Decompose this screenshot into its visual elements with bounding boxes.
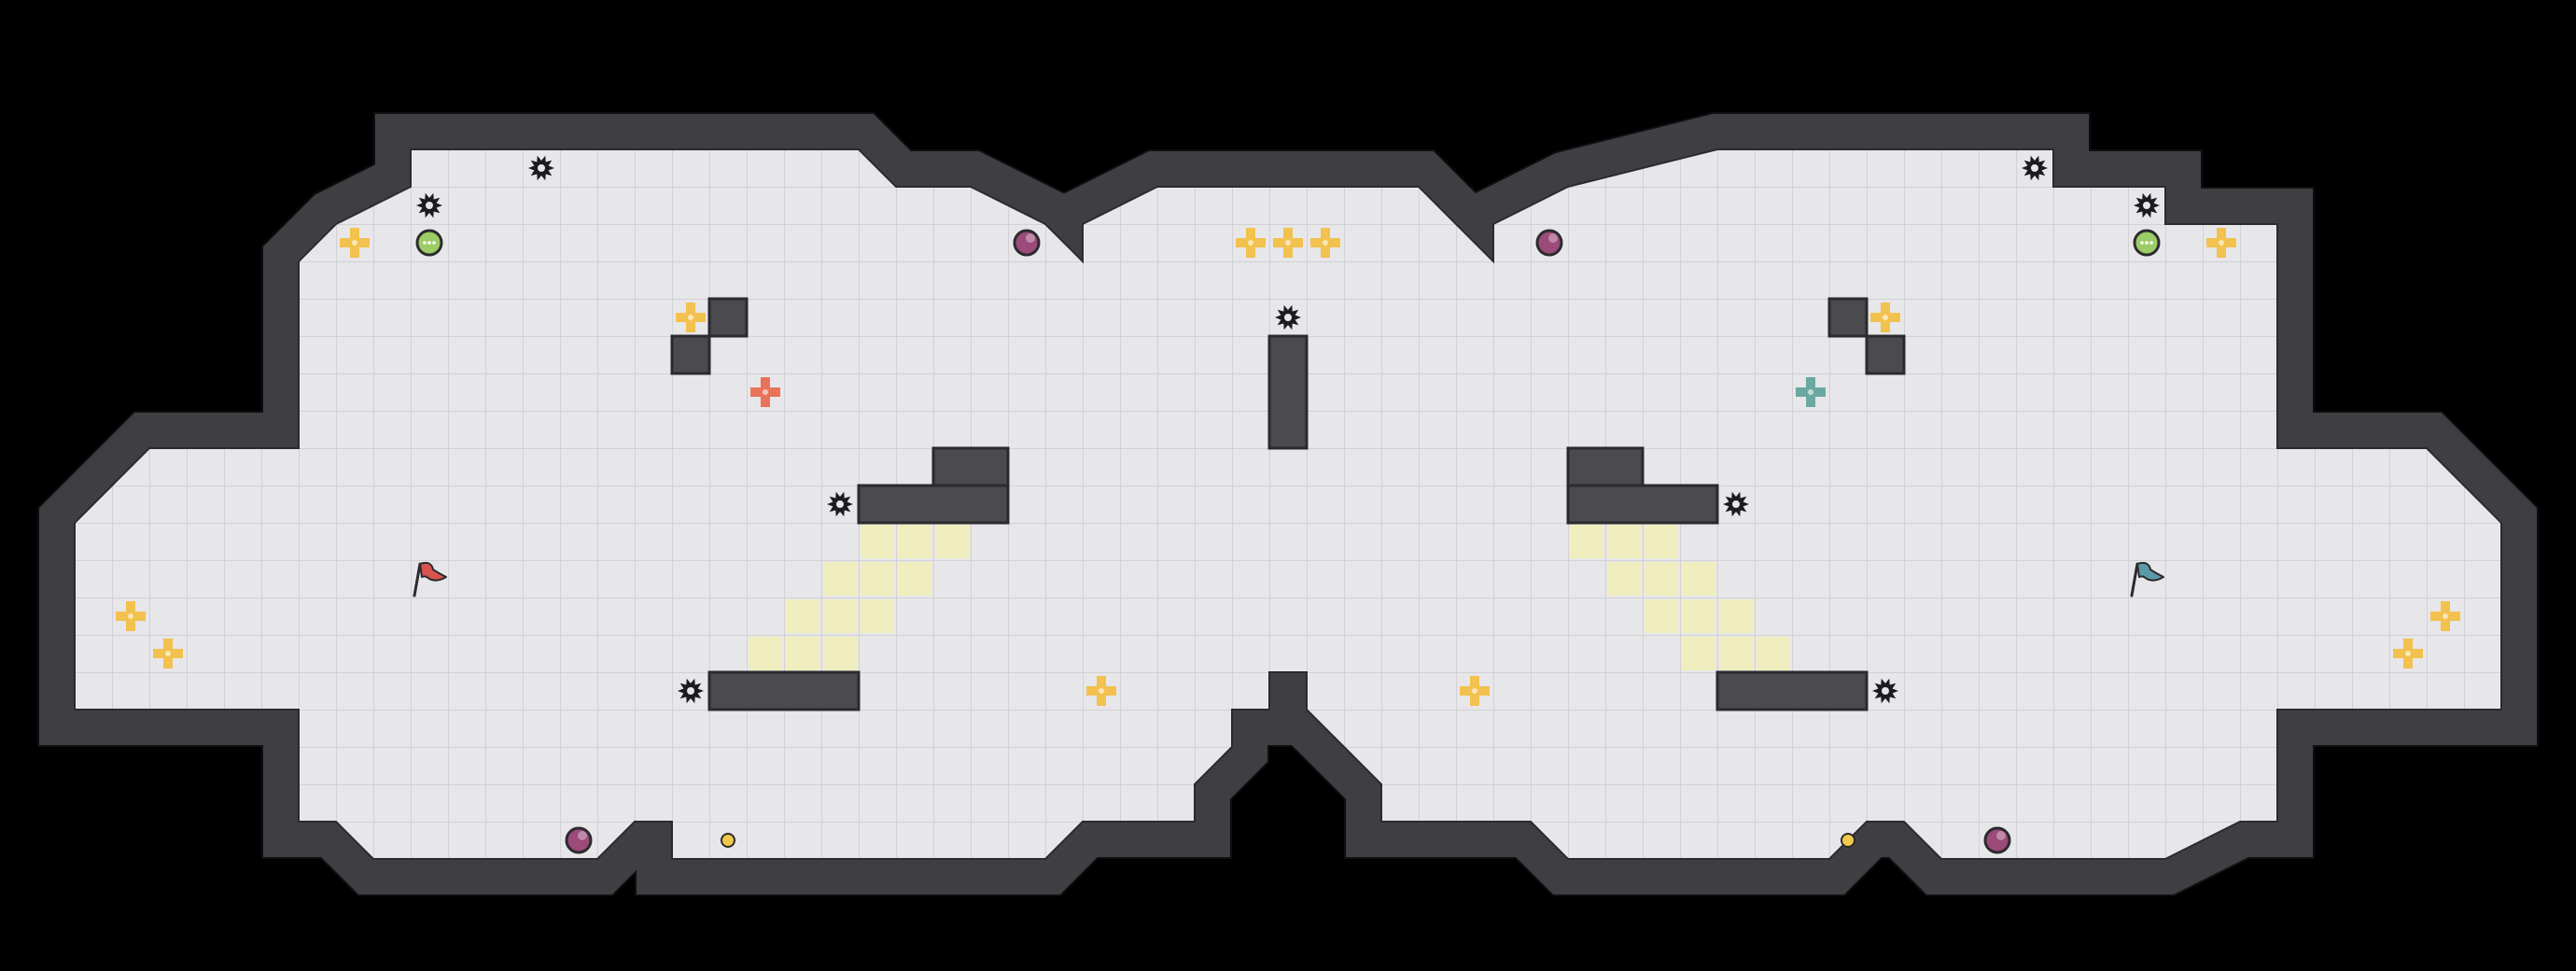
gate-button-icon	[2133, 229, 2161, 257]
highlight-tile-right	[1757, 637, 1790, 670]
boost-pad-icon	[1273, 228, 1303, 258]
highlight-tile-right	[1607, 562, 1641, 596]
blue-flag-icon	[2130, 561, 2164, 598]
boost-pad-icon	[2206, 228, 2236, 258]
floor-area	[74, 148, 2502, 860]
wall-block	[857, 484, 1010, 525]
spike-icon	[1723, 491, 1749, 517]
highlight-tile-left	[823, 562, 857, 596]
boost-pad-icon	[1310, 228, 1340, 258]
boost-pad-icon	[153, 639, 183, 668]
wall-block	[670, 334, 711, 375]
token-icon	[721, 833, 735, 848]
highlight-tile-right	[1570, 525, 1603, 558]
highlight-tile-left	[861, 599, 894, 633]
highlight-tile-left	[861, 525, 894, 558]
spike-icon	[1275, 304, 1301, 331]
highlight-tile-left	[749, 637, 782, 670]
highlight-tile-left	[823, 637, 857, 670]
wall-block	[1715, 670, 1869, 711]
highlight-tile-right	[1645, 562, 1678, 596]
highlight-tile-left	[898, 525, 931, 558]
highlight-tile-right	[1719, 599, 1753, 633]
wall-block	[707, 670, 861, 711]
spike-icon	[678, 678, 704, 704]
gate-button-icon	[415, 229, 443, 257]
highlight-tile-left	[935, 525, 969, 558]
token-icon	[1841, 833, 1855, 848]
highlight-tile-right	[1682, 562, 1715, 596]
spike-icon	[528, 155, 554, 181]
spike-icon	[1872, 678, 1898, 704]
highlight-tile-right	[1607, 525, 1641, 558]
boost-pad-icon	[1236, 228, 1266, 258]
wall-block	[1865, 334, 1906, 375]
boost-pad-icon	[2393, 639, 2423, 668]
spike-icon	[2134, 192, 2160, 218]
spike-icon	[2022, 155, 2048, 181]
boost-pad-icon	[116, 601, 146, 631]
highlight-tile-right	[1645, 599, 1678, 633]
teal-boost-pad-icon	[1796, 377, 1826, 407]
highlight-tile-left	[786, 637, 819, 670]
highlight-tile-right	[1682, 599, 1715, 633]
bomb-icon	[565, 826, 593, 854]
highlight-tile-left	[786, 599, 819, 633]
spike-icon	[827, 491, 853, 517]
floor-tiles	[74, 148, 2502, 860]
boost-pad-icon	[1086, 676, 1116, 706]
highlight-tile-right	[1682, 637, 1715, 670]
wall-block	[1827, 297, 1869, 338]
wall-block	[707, 297, 749, 338]
highlight-tile-right	[1645, 525, 1678, 558]
highlight-tile-left	[861, 562, 894, 596]
spike-icon	[416, 192, 442, 218]
highlight-tile-left	[823, 599, 857, 633]
boost-pad-icon	[1460, 676, 1490, 706]
highlight-tiles	[749, 525, 1790, 670]
bomb-icon	[1983, 826, 2011, 854]
boost-pad-icon	[1870, 303, 1900, 332]
boost-pad-icon	[2430, 601, 2460, 631]
wall-block	[1566, 484, 1719, 525]
wall-block	[1267, 334, 1309, 450]
bomb-icon	[1535, 229, 1563, 257]
red-boost-pad-icon	[750, 377, 780, 407]
boost-pad-icon	[676, 303, 706, 332]
boost-pad-icon	[340, 228, 370, 258]
red-flag-icon	[413, 561, 447, 598]
highlight-tile-right	[1719, 637, 1753, 670]
highlight-tile-left	[898, 562, 931, 596]
bomb-icon	[1013, 229, 1041, 257]
wall-obstacles	[670, 297, 1906, 711]
map-entities	[116, 155, 2460, 854]
